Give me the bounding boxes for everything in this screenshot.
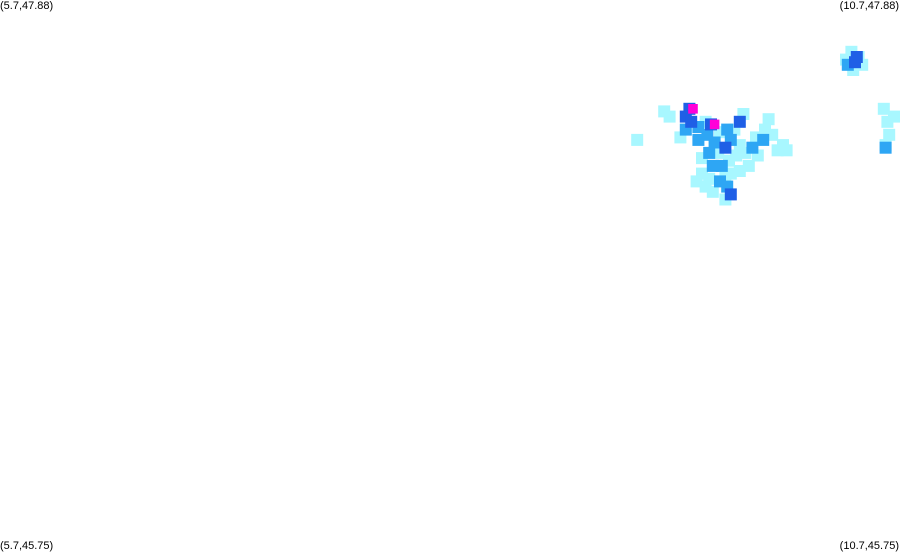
- precip-cell-light: [780, 144, 793, 157]
- corner-label-top-right: (10.7,47.88): [839, 0, 899, 12]
- precip-cell-dark: [685, 115, 698, 128]
- precip-cell-light: [631, 133, 644, 146]
- precip-cell-dark: [733, 115, 746, 128]
- precip-cell-light: [883, 128, 896, 141]
- precip-cell-medium: [708, 136, 721, 149]
- precip-cell-medium: [692, 133, 705, 146]
- precip-cell-dark: [719, 141, 732, 154]
- precip-cell-dark: [724, 188, 737, 201]
- precip-cell-medium: [721, 123, 734, 136]
- precip-cell-strong: [688, 104, 698, 114]
- corner-label-bottom-left: (5.7,45.75): [0, 540, 54, 552]
- precip-cell-light: [706, 185, 719, 198]
- corner-label-bottom-right: (10.7,45.75): [839, 540, 899, 552]
- precip-cell-light: [703, 172, 716, 185]
- precip-cell-medium: [715, 159, 728, 172]
- precip-cell-medium: [757, 133, 770, 146]
- precip-cell-medium: [879, 141, 892, 154]
- precip-cell-medium: [746, 141, 759, 154]
- precip-cell-strong: [709, 119, 720, 130]
- precip-cell-dark: [850, 51, 863, 63]
- precip-cell-light: [888, 110, 900, 123]
- precip-cell-light: [663, 110, 676, 123]
- corner-label-top-left: (5.7,47.88): [0, 0, 54, 12]
- precip-cell-medium: [703, 146, 716, 159]
- precip-cell-light: [762, 113, 775, 126]
- precip-cell-light: [877, 102, 890, 115]
